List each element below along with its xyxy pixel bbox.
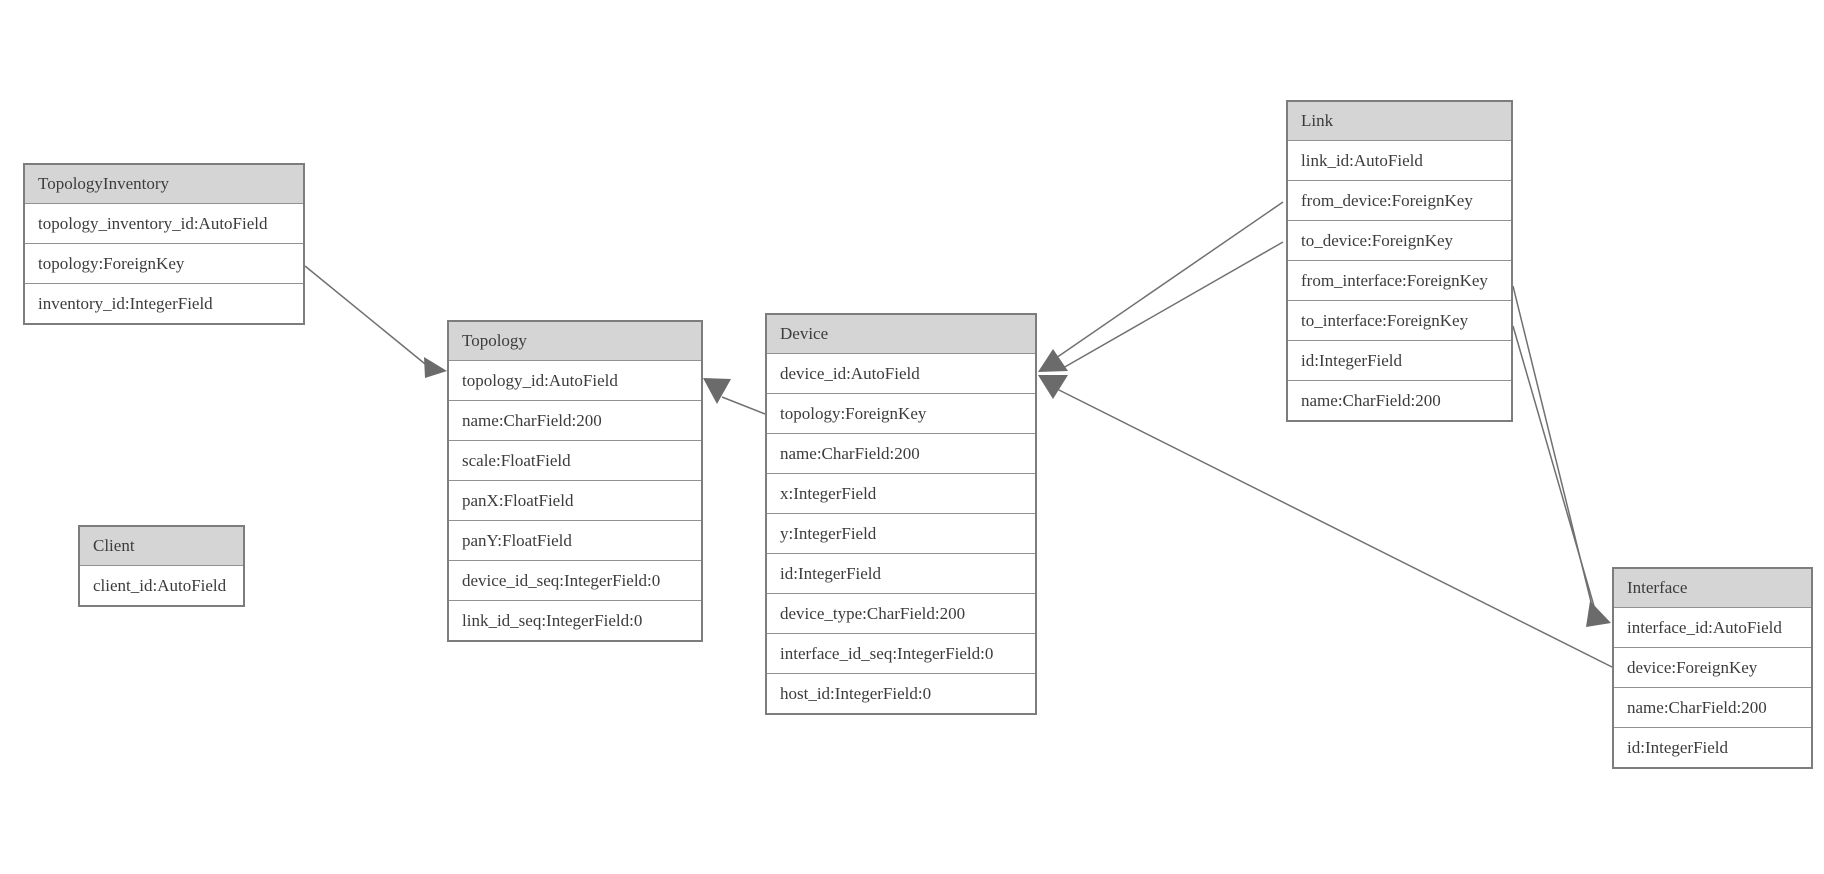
arrowhead-into-interface [1586,601,1611,627]
entity-link-field-row: link_id:AutoField [1288,140,1511,180]
entity-client-field-row: client_id:AutoField [80,565,243,605]
connector-link-to_interface [1512,325,1597,614]
entity-topology-field-row: name:CharField:200 [449,400,701,440]
entity-link-field-row: from_interface:ForeignKey [1288,260,1511,300]
entity-topology-field-row: topology_id:AutoField [449,360,701,400]
entity-device-field-row: device_type:CharField:200 [767,593,1035,633]
entity-topology-field-row: device_id_seq:IntegerField:0 [449,560,701,600]
entity-topology-field-row: link_id_seq:IntegerField:0 [449,600,701,640]
entity-link-field-row: to_device:ForeignKey [1288,220,1511,260]
connector-link-from_device [1055,201,1284,359]
entity-interface-field-row: id:IntegerField [1614,727,1811,767]
entity-topology-field-row: scale:FloatField [449,440,701,480]
entity-interface-field-row: device:ForeignKey [1614,647,1811,687]
entity-interface-title: Interface [1614,569,1811,607]
entity-interface-field-row: name:CharField:200 [1614,687,1811,727]
entity-client-title: Client [80,527,243,565]
entity-link-title: Link [1288,102,1511,140]
entity-device-field-row: interface_id_seq:IntegerField:0 [767,633,1035,673]
connector-interface-device [1054,387,1613,668]
entity-device-field-row: x:IntegerField [767,473,1035,513]
entity-device-field-row: y:IntegerField [767,513,1035,553]
connector-topology_inventory-topology [304,265,431,369]
entity-device-field-row: name:CharField:200 [767,433,1035,473]
connector-link-to_device [1062,241,1284,369]
entity-topology-inventory-field-row: topology_inventory_id:AutoField [25,203,303,243]
entity-topology-field-row: panY:FloatField [449,520,701,560]
entity-topology-inventory-field-row: topology:ForeignKey [25,243,303,283]
entity-device-title: Device [767,315,1035,353]
arrowhead-into-topology-left [424,357,447,378]
entity-device-field-row: host_id:IntegerField:0 [767,673,1035,713]
entity-topology-inventory-title: TopologyInventory [25,165,303,203]
entity-interface-field-row: interface_id:AutoField [1614,607,1811,647]
connector-device-topology [721,396,766,415]
arrowhead-into-device-lower [1038,375,1068,399]
entity-topology-field-row: panX:FloatField [449,480,701,520]
entity-topology-title: Topology [449,322,701,360]
entity-device-field-row: id:IntegerField [767,553,1035,593]
entity-device-field-row: topology:ForeignKey [767,393,1035,433]
entity-link-field-row: name:CharField:200 [1288,380,1511,420]
entity-link-field-row: from_device:ForeignKey [1288,180,1511,220]
entity-device-field-row: device_id:AutoField [767,353,1035,393]
arrowhead-at-topology-right [703,378,731,404]
entity-topology-inventory-field-row: inventory_id:IntegerField [25,283,303,323]
entity-link-field-row: id:IntegerField [1288,340,1511,380]
arrowhead-into-device-upper [1038,349,1068,372]
entity-link-field-row: to_interface:ForeignKey [1288,300,1511,340]
